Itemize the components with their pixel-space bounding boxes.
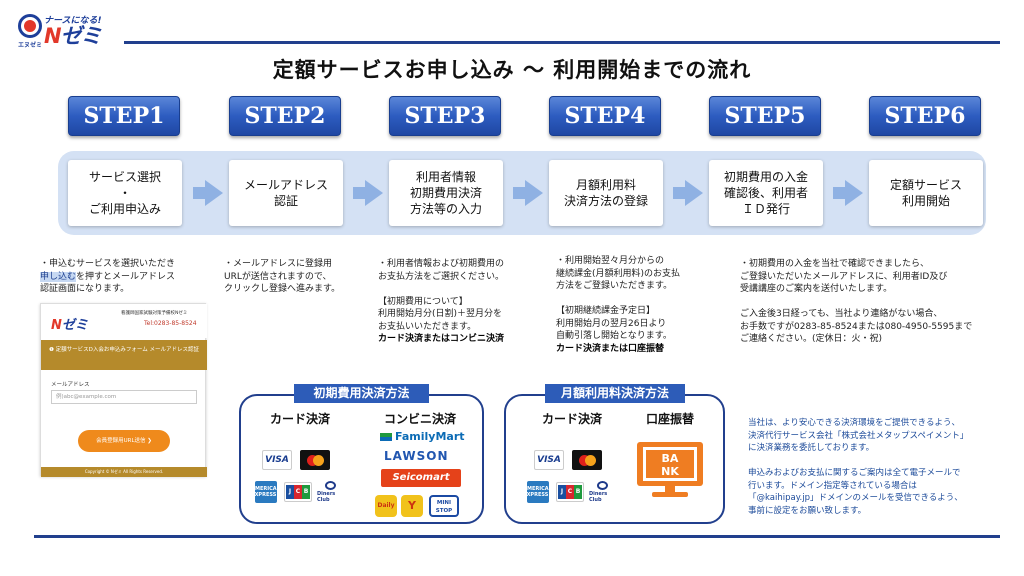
- initial-card-heading: カード決済: [269, 412, 330, 426]
- nzemi-logo: ナースになる! Nゼミ エヌゼミ: [18, 12, 114, 50]
- form-logo: Nゼミ: [51, 318, 88, 333]
- step-2-badge: STEP2: [229, 96, 341, 136]
- payment-notice: 当社は、より安心できる決済環境をご提供できるよう、 決済代行サービス会社「株式会…: [748, 418, 969, 516]
- yamazaki-logo: Y: [401, 495, 423, 517]
- initial-cvs-heading: コンビニ決済: [383, 412, 456, 426]
- send-registration-url-button[interactable]: 会員登録用URL送信 ❯: [78, 430, 170, 452]
- ministop-logo: MINI STOP: [429, 495, 459, 517]
- amex-icon: AMERICAN EXPRESS: [251, 481, 281, 503]
- visa-icon: VISA: [534, 450, 564, 470]
- mastercard-icon: [300, 450, 330, 470]
- familymart-logo: FamilyMart: [380, 430, 465, 443]
- step-1-description: ・申込むサービスを選択いただき申し込むを押すとメールアドレス 認証画面になります…: [40, 259, 176, 294]
- arrow-right-icon: [513, 180, 543, 206]
- visa-icon: VISA: [262, 450, 292, 470]
- step-3-description: ・利用者情報および初期費用の お支払方法をご選択ください。 【初期費用について】…: [378, 259, 505, 344]
- step-3-box: 利用者情報 初期費用決済 方法等の入力: [389, 160, 503, 226]
- svg-text:BA: BA: [662, 452, 679, 465]
- diners-club-icon: Diners Club: [589, 481, 615, 503]
- step-5-badge: STEP5: [709, 96, 821, 136]
- footer-divider: [34, 535, 1000, 538]
- step-1-badge: STEP1: [68, 96, 180, 136]
- step-6-badge: STEP6: [869, 96, 981, 136]
- logo-brand: Nゼミ: [44, 24, 102, 48]
- initial-payment-title: 初期費用決済方法: [294, 384, 429, 403]
- form-org-name: 看護師国家試験対策予備校Nゼミ: [121, 311, 188, 316]
- step-3-badge: STEP3: [389, 96, 501, 136]
- step-1-box: サービス選択 ・ ご利用申込み: [68, 160, 182, 226]
- bank-monitor-icon: BA NK: [637, 442, 703, 497]
- signup-form-preview: Nゼミ 看護師国家試験対策予備校Nゼミ Tel:0283-85-8524 ❶ 定…: [40, 303, 207, 477]
- monthly-payment-title: 月額利用料決済方法: [545, 384, 685, 403]
- form-footer: Copyright © Nゼミ All Rights Reserved.: [41, 467, 207, 477]
- step-2-description: ・メールアドレスに登録用 URLが送信されますので、 クリックし登録へ進みます。: [224, 259, 341, 294]
- apply-button-highlight: 申し込む: [40, 271, 77, 282]
- step-4-badge: STEP4: [549, 96, 661, 136]
- step-5-box: 初期費用の入金 確認後、利用者 ＩＤ発行: [709, 160, 823, 226]
- amex-icon: AMERICAN EXPRESS: [523, 481, 553, 503]
- svg-text:NK: NK: [661, 465, 679, 478]
- step-4-box: 月額利用料 決済方法の登録: [549, 160, 663, 226]
- diners-club-icon: Diners Club: [317, 481, 343, 503]
- step-2-box: メールアドレス 認証: [229, 160, 343, 226]
- monthly-card-heading: カード決済: [541, 412, 602, 426]
- email-field[interactable]: 例)abc@example.com: [51, 390, 197, 404]
- seicomart-logo: Seicomart: [381, 469, 461, 487]
- logo-tagline: ナースになる!: [44, 16, 102, 26]
- step-5-description: ・初期費用の入金を当社で確認できましたら、 ご登録いただいたメールアドレスに、利…: [740, 259, 973, 344]
- step-6-box: 定額サービス 利用開始: [869, 160, 983, 226]
- arrow-right-icon: [833, 180, 863, 206]
- logo-mark-icon: [18, 14, 42, 38]
- arrow-right-icon: [673, 180, 703, 206]
- mastercard-icon: [572, 450, 602, 470]
- arrow-right-icon: [353, 180, 383, 206]
- daily-yamazaki-logo: Daily: [375, 495, 397, 517]
- form-tel: Tel:0283-85-8524: [144, 320, 197, 327]
- arrow-right-icon: [193, 180, 223, 206]
- email-label: メールアドレス: [51, 382, 90, 388]
- lawson-logo: LAWSON: [384, 449, 449, 463]
- form-heading: ❶ 定額サービスD入会お申込みフォーム メールアドレス認証: [41, 340, 207, 370]
- page-title: 定額サービスお申し込み 〜 利用開始までの流れ: [272, 58, 752, 82]
- step-4-description: ・利用開始翌々月分からの 継続課金(月額利用料)のお支払 方法をご登録いただきま…: [556, 256, 681, 354]
- logo-small-text: エヌゼミ: [18, 42, 43, 49]
- monthly-bank-heading: 口座振替: [645, 412, 694, 426]
- header-divider: [124, 41, 1000, 44]
